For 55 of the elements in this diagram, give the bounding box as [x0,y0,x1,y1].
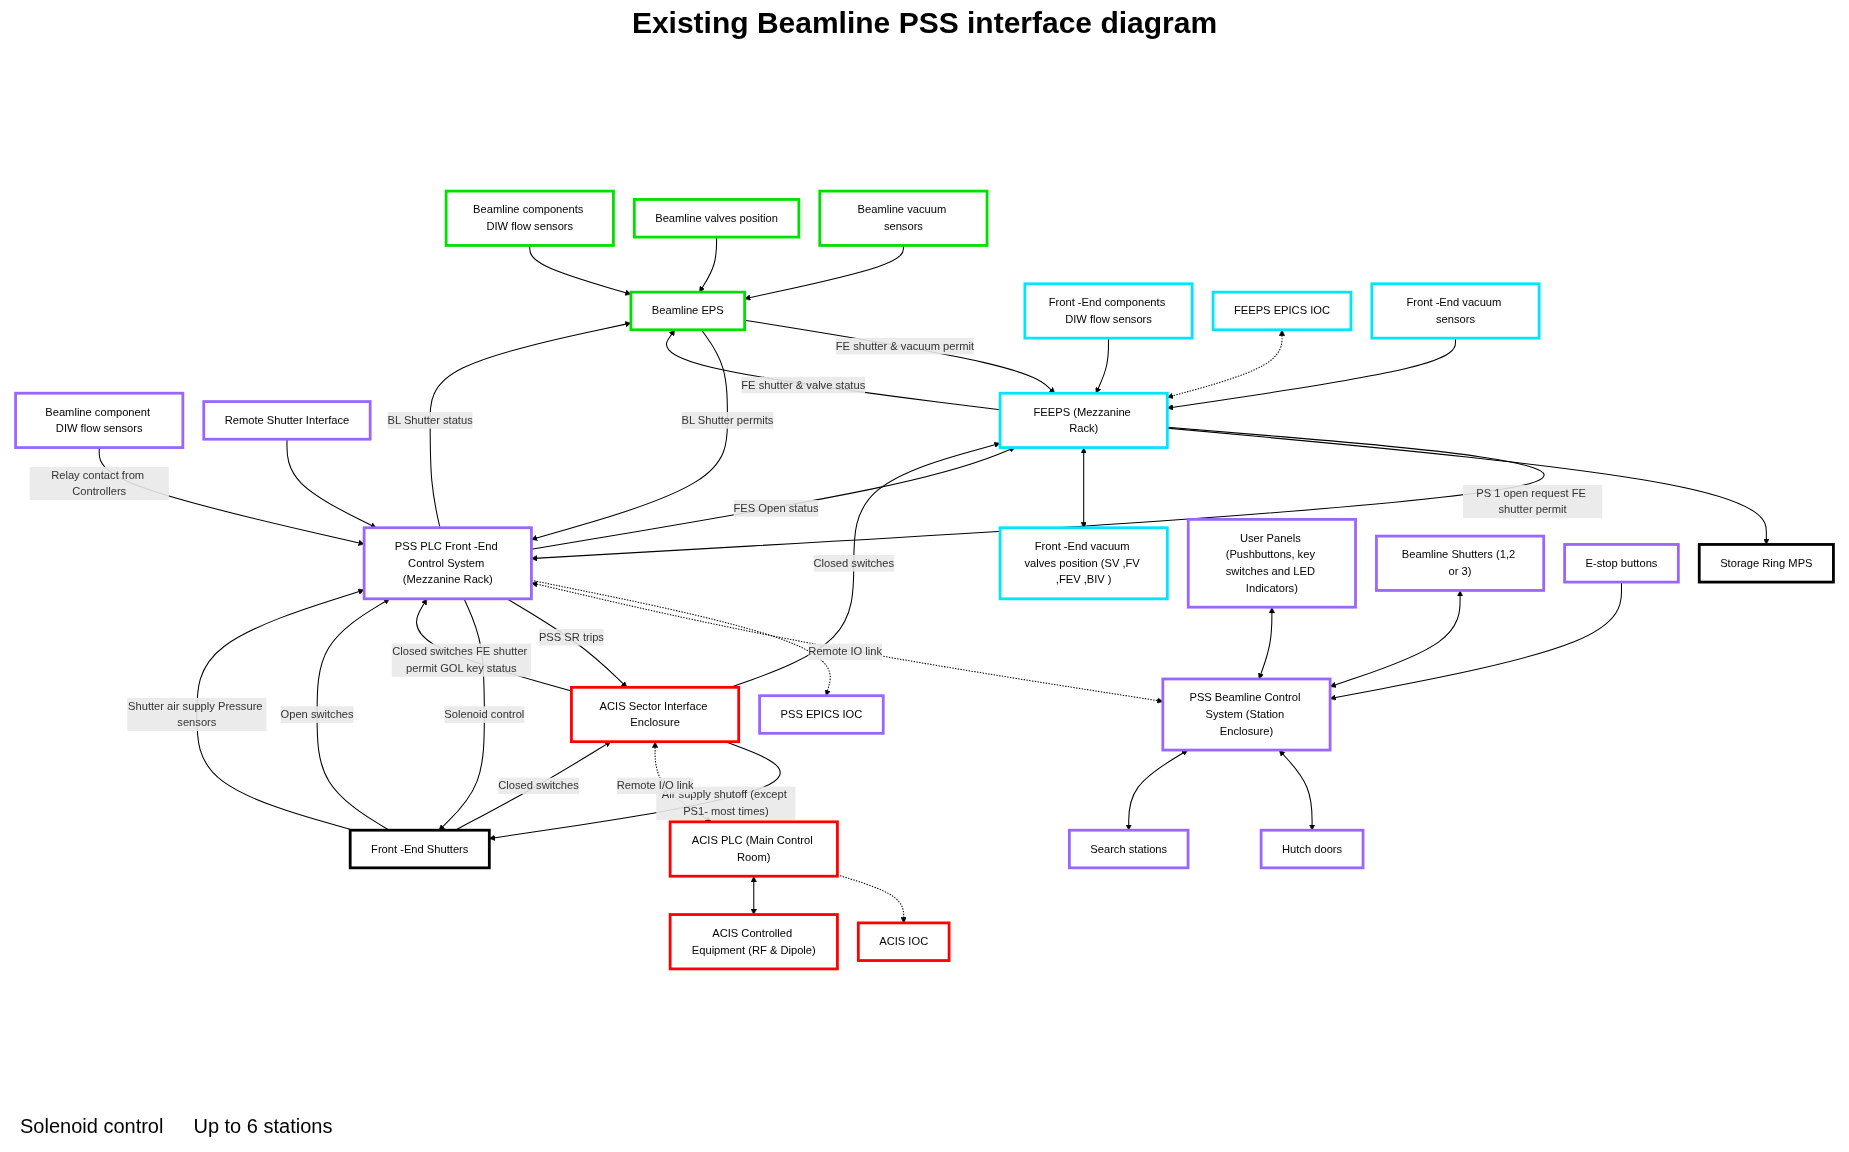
node-box: FEEPS EPICS IOC [1211,290,1353,332]
node-box: Front -End Shutters [348,828,491,870]
node-box: ACIS IOC [856,921,951,962]
node-box: FEEPS (Mezzanine Rack) [998,391,1169,449]
node-box: Beamline vacuum sensors [818,189,989,247]
edge-label: Relay contact from Controllers [51,468,145,498]
node-box: PSS Beamline Control System (Station Enclosure) [1161,677,1332,752]
node-box: ACIS Controlled Equipment (RF & Dipole) [668,913,839,971]
node-box: Beamline components DIW flow sensors [444,189,615,247]
edge-label: Remote IO link [808,645,883,658]
node-box: Beamline component DIW flow sensors [14,391,185,449]
edge-label: BL Shutter status [387,414,473,426]
edge-label: Closed switches FE shutter permit GOL key status [392,645,528,675]
edge-label: Solenoid control [444,708,525,721]
arrow [1279,750,1316,831]
node-box: Front -End components DIW flow sensors [1023,282,1194,340]
node-box: Beamline Shutters (1,2 or 3) [1375,534,1546,592]
node-box: ACIS PLC (Main Control Room) [668,820,839,878]
node-box: User Panels (Pushbuttons, key switches and LED Indicators) [1186,517,1357,609]
edge-label: Closed switches [498,779,579,792]
edge-label: FES Open status [733,502,819,514]
node-box: PSS EPICS IOC [758,694,885,735]
edge-label: PSS SR trips [538,631,604,643]
arrow [1167,329,1286,399]
edge-label: Closed switches [813,557,895,569]
arrow [1080,447,1087,528]
arrow [196,588,365,831]
node-box: E-stop buttons [1563,543,1680,584]
diagram-title: Existing Beamline PSS interface diagram [630,6,1219,40]
arrow [316,598,390,831]
edge-label: Shutter air supply Pressure sensors [128,699,263,729]
edge-label: FE shutter & valve status [741,378,866,391]
node-box: Front -End vacuum sensors [1370,282,1541,340]
arrow [750,876,757,915]
arrow [531,329,728,541]
node-box: Beamline EPS [629,290,747,332]
node-box: PSS PLC Front -End Control System (Mezzanine Rack) [362,526,533,601]
edge-label: Open switches [280,708,354,721]
edge-label: PS 1 open request FE shutter permit [1476,486,1586,516]
node-box: Beamline valves position [632,198,801,239]
arrow [531,426,1545,562]
node-box: Storage Ring MPS [1697,543,1835,584]
note-text: Solenoid control [20,1115,164,1138]
node-box: ACIS Sector Interface Enclosure [570,685,741,744]
edge-label: Remote I/O link [616,779,694,792]
node-box: Remote Shutter Interface [202,400,372,441]
node-box: Hutch doors [1259,828,1365,870]
arrow [666,329,1001,411]
edge-label: BL Shutter permits [681,414,774,426]
note-text: Up to 6 stations [193,1115,333,1138]
node-box: Search stations [1068,828,1190,870]
arrow [744,319,1056,394]
edge-label: FE shutter & vacuum permit [835,339,975,352]
arrow [506,598,628,688]
node-box: Front -End vacuum valves position (SV ,FV ,FEV ,BIV ) [998,526,1169,601]
